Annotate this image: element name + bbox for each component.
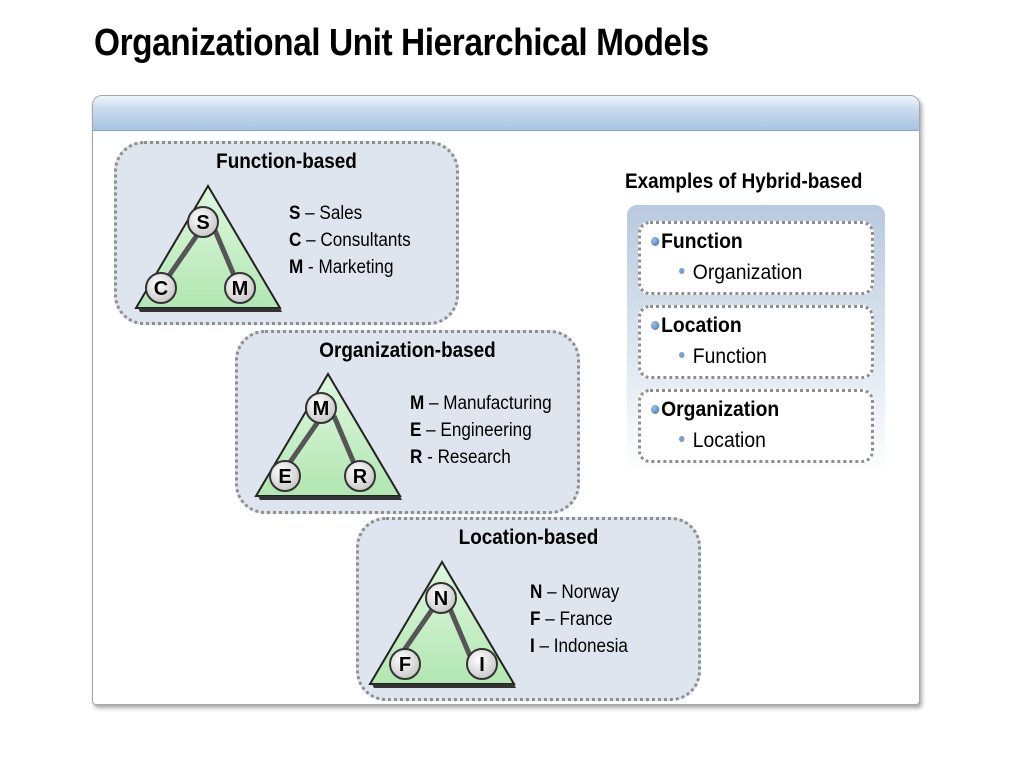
legend-item: R - Research [410,447,511,468]
legend-item: M - Marketing [289,257,394,278]
group-title: Function-based [216,150,357,173]
hybrid-card-sub: Organization [679,261,802,285]
node-top-label: S [196,212,209,234]
legend-item: E – Engineering [410,420,532,441]
node-left-label: C [154,278,168,300]
legend-item: C – Consultants [289,230,411,251]
node-right-label: I [479,654,485,676]
panel-header-bar [93,96,919,131]
group-title: Location-based [458,526,599,549]
hybrid-card-sub: Location [679,429,766,453]
legend-item: N – Norway [530,582,620,603]
legend-organization: M – Manufacturing E – Engineering R - Re… [410,390,552,471]
node-left-label: F [399,654,411,676]
hybrid-card-function: Function Organization [638,221,874,295]
node-top-label: M [313,398,330,420]
slide-title: Organizational Unit Hierarchical Models [94,22,709,64]
hybrid-card-location: Location Function [638,305,874,379]
legend-item: M – Manufacturing [410,393,552,414]
hierarchy-triangle-location: N F I [368,560,516,688]
sub-bullet-icon [679,268,685,274]
node-top-label: N [434,588,448,610]
hybrid-card-main: Organization [651,398,779,422]
bullet-icon [651,321,660,330]
bullet-icon [651,405,660,414]
node-left-label: E [278,466,291,488]
legend-function: S – Sales C – Consultants M - Marketing [289,200,411,281]
sub-bullet-icon [679,352,685,358]
hybrid-card-organization: Organization Location [638,389,874,463]
legend-item: S – Sales [289,203,363,224]
node-right-label: M [232,278,249,300]
legend-item: I – Indonesia [530,636,628,657]
node-right-label: R [353,466,368,488]
sub-bullet-icon [679,436,685,442]
bullet-icon [651,237,660,246]
hierarchy-triangle-function: S C M [134,184,282,312]
hybrid-card-sub: Function [679,345,767,369]
legend-item: F – France [530,609,613,630]
hybrid-card-main: Location [651,314,742,338]
hybrid-title: Examples of Hybrid-based [625,170,863,193]
group-title: Organization-based [319,339,496,362]
hybrid-card-main: Function [651,230,743,254]
legend-location: N – Norway F – France I – Indonesia [530,579,628,660]
hierarchy-triangle-organization: M E R [254,372,402,500]
